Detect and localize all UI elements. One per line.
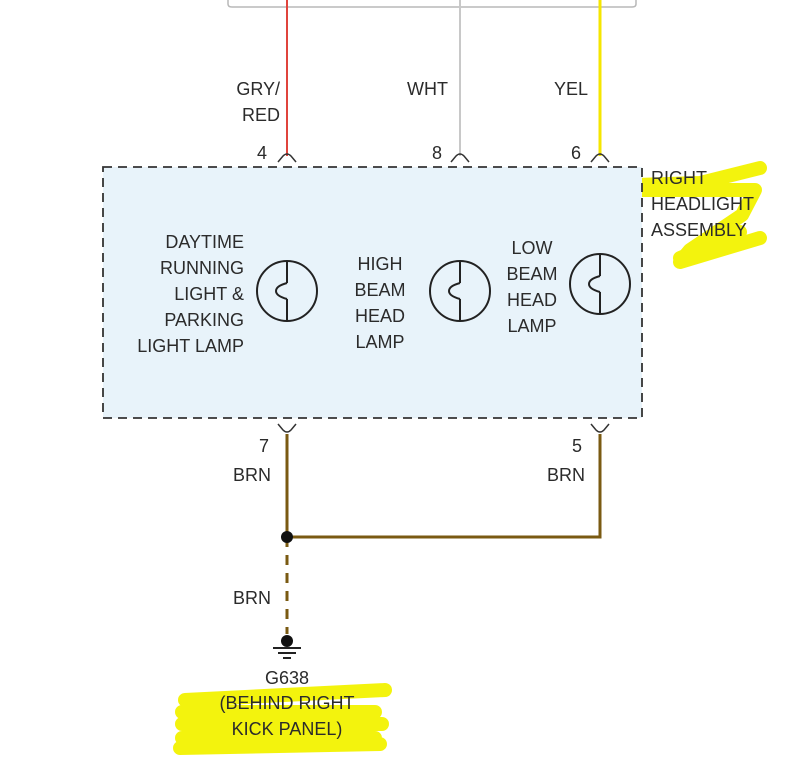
pin-label-7: 7 — [259, 436, 270, 456]
lamp-label-low-beam: LOW BEAM HEAD LAMP — [506, 238, 558, 336]
upper-component-edge — [227, 0, 637, 8]
highlight-ground-label — [173, 683, 392, 755]
ground-symbol — [273, 635, 301, 659]
lamp-label-high-beam: HIGH BEAM HEAD LAMP — [354, 254, 406, 352]
connector-pin-8 — [450, 153, 470, 163]
connector-pin-5 — [590, 423, 610, 433]
lamp-label-drl: DAYTIME RUNNING LIGHT & PARKING LIGHT LA… — [137, 232, 244, 356]
splice-dot — [281, 531, 293, 543]
assembly-box — [102, 166, 643, 419]
wire-label-gry-red: GRY/ RED — [236, 79, 280, 125]
wire-label-brn-ground: BRN — [233, 588, 272, 608]
connector-pin-6 — [590, 153, 610, 163]
wire-label-wht: WHT — [407, 79, 448, 99]
lamp-low-beam-symbol — [569, 253, 631, 315]
highlight-assembly-label — [629, 161, 767, 269]
connector-pin-4 — [277, 153, 297, 163]
wire-label-yel: YEL — [554, 79, 589, 99]
ground-id-label: G638 — [264, 668, 310, 688]
wire-label-brn-pin7: BRN — [233, 465, 272, 485]
lamp-high-beam-symbol — [429, 260, 491, 322]
wire-label-brn-pin5: BRN — [547, 465, 586, 485]
lamp-drl-symbol — [256, 260, 318, 322]
ground-location-label: (BEHIND RIGHT KICK PANEL) — [219, 693, 355, 739]
pin-label-6: 6 — [571, 143, 582, 163]
pin-label-8: 8 — [432, 143, 443, 163]
pin-label-5: 5 — [572, 436, 583, 456]
connector-pin-7 — [277, 423, 297, 433]
pin-label-4: 4 — [257, 143, 268, 163]
assembly-label: RIGHT HEADLIGHT ASSEMBLY — [651, 168, 755, 240]
wire-brn-pin5 — [287, 434, 602, 539]
